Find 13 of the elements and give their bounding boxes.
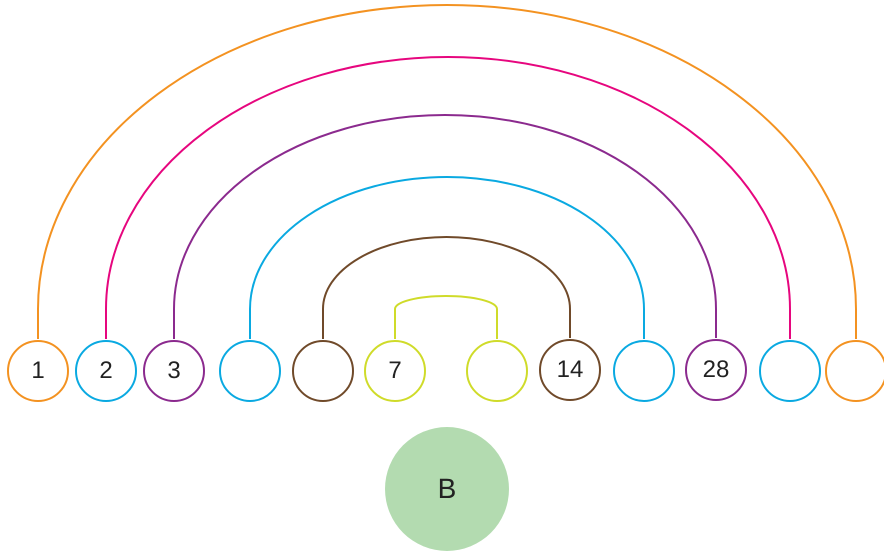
circle-label: 1 [31, 359, 45, 383]
arc-connector [249, 176, 645, 339]
arc-connector [394, 295, 498, 339]
arc-connector [322, 236, 571, 339]
circle-label: 14 [556, 358, 584, 382]
circle-label: B [438, 475, 456, 503]
arc-connector [37, 4, 857, 339]
circle-label: 28 [702, 358, 730, 382]
arc-connector [105, 56, 791, 339]
arc-connector [173, 114, 717, 339]
circle-label: 2 [99, 359, 113, 383]
circle-label: 7 [388, 359, 402, 383]
circle-label: 3 [167, 359, 181, 383]
